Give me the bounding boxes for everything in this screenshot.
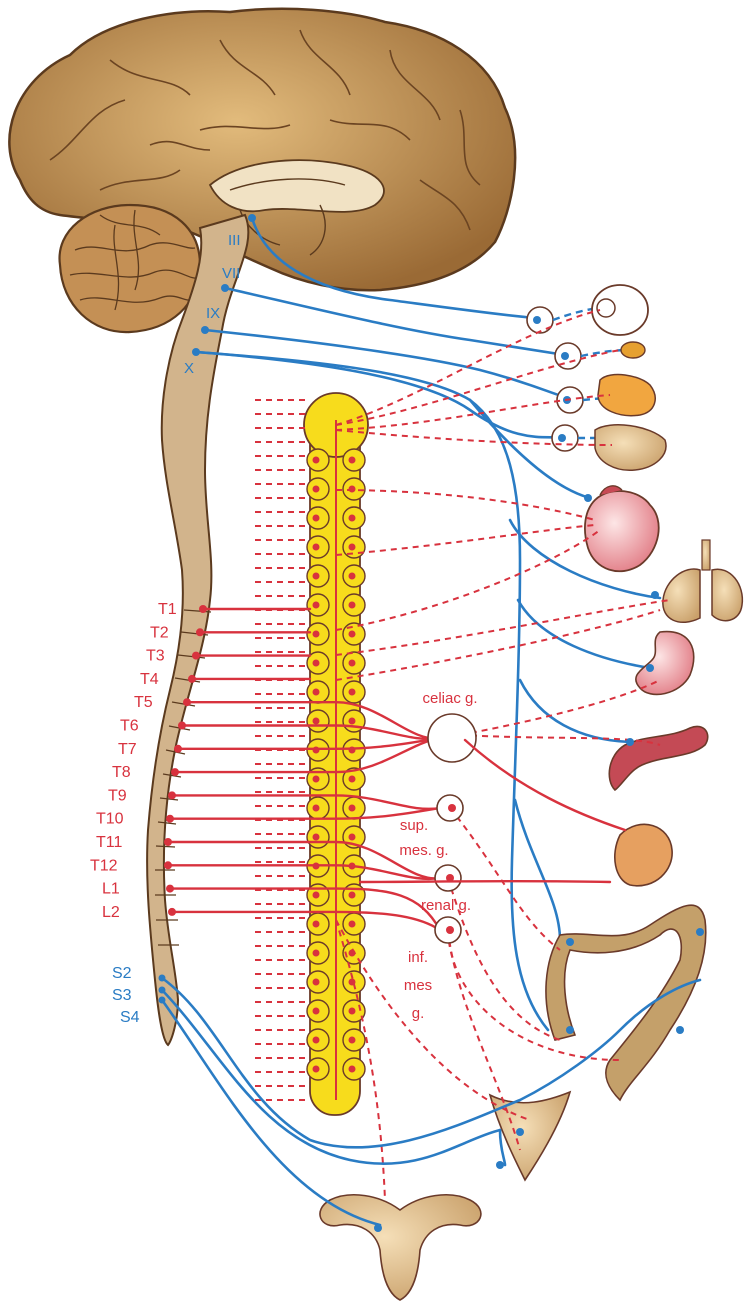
spinal-level-label: T7 — [118, 741, 137, 758]
renal-label: renal g. — [421, 897, 471, 914]
ganglion-cell — [349, 1066, 356, 1073]
ganglion-cell — [313, 660, 320, 667]
spinal-level-label: T9 — [108, 787, 127, 804]
ganglion-cell — [313, 892, 320, 899]
ganglion-cell — [349, 921, 356, 928]
spinal-level-label: T8 — [112, 764, 131, 781]
spinal-level-label: T3 — [146, 648, 165, 665]
ganglion-cell — [313, 718, 320, 725]
cranial-nerve-label: VII — [222, 265, 240, 282]
inf-mes-label: inf. — [408, 949, 428, 966]
ganglion-cell — [349, 515, 356, 522]
sup-mes-label: mes. g. — [399, 842, 448, 859]
ganglion-cell — [313, 631, 320, 638]
spinal-level-label: T1 — [158, 601, 177, 618]
eye — [592, 285, 648, 335]
ganglion-cell — [313, 776, 320, 783]
sacral-labels: S2 S3 S4 — [112, 965, 140, 1026]
spinal-level-label: L1 — [102, 881, 120, 898]
ganglion-cell — [349, 544, 356, 551]
ganglion-cell — [313, 834, 320, 841]
pancreas — [609, 726, 707, 790]
stomach — [636, 632, 694, 695]
spinal-level-label: T4 — [140, 671, 159, 688]
sup-mes-label: sup. — [400, 817, 428, 834]
ganglion-cell — [349, 573, 356, 580]
ganglion-cell — [313, 544, 320, 551]
ganglion-cell — [313, 979, 320, 986]
ganglion-cell — [349, 660, 356, 667]
celiac-label: celiac g. — [422, 690, 477, 707]
preganglionic-fiber — [172, 912, 440, 930]
sacral-label: S2 — [112, 965, 132, 982]
ganglion-cell — [313, 1066, 320, 1073]
adrenal-kidney — [615, 824, 672, 885]
spinal-level-label: L2 — [102, 904, 120, 921]
ganglion-cell — [313, 515, 320, 522]
spinal-level-label: T6 — [120, 718, 139, 735]
ganglion-cell — [349, 689, 356, 696]
ganglion-cell — [349, 631, 356, 638]
ganglion-cell — [313, 950, 320, 957]
spinal-level-label: T10 — [96, 811, 124, 828]
ganglion-cell — [349, 1008, 356, 1015]
ganglion-cell — [349, 776, 356, 783]
ganglion-cell — [349, 718, 356, 725]
spinal-level-label: T12 — [90, 857, 118, 874]
ganglion-cell — [313, 1008, 320, 1015]
sacral-label: S4 — [120, 1009, 140, 1026]
spinal-level-label: T5 — [134, 694, 153, 711]
ganglion-cell — [349, 457, 356, 464]
ganglion-cell — [313, 573, 320, 580]
celiac-ganglion — [428, 714, 476, 762]
lacrimal-gland — [621, 342, 645, 358]
ganglion-cell — [349, 1037, 356, 1044]
cranial-nerve-label: X — [184, 360, 194, 377]
inf-mes-label: g. — [412, 1005, 425, 1022]
cranial-nerve-label: IX — [206, 305, 220, 322]
ganglion-cell — [313, 486, 320, 493]
ganglion-cell — [313, 1037, 320, 1044]
inf-mes-label: mes — [404, 977, 432, 994]
ganglion-cell — [349, 486, 356, 493]
parotid-gland — [595, 425, 666, 470]
spinal-level-label: T2 — [150, 624, 169, 641]
lungs — [663, 540, 743, 622]
ganglion-cell — [349, 892, 356, 899]
ganglion-cell — [349, 834, 356, 841]
ganglion-cell — [313, 457, 320, 464]
cerebellum — [60, 205, 200, 332]
ganglion-cell — [349, 602, 356, 609]
cranial-nerve-label: III — [228, 232, 241, 249]
ganglion-cell — [313, 689, 320, 696]
ganglion-cell — [349, 805, 356, 812]
sacral-label: S3 — [112, 987, 132, 1004]
spinal-level-label: T11 — [96, 834, 122, 851]
ganglion-cell — [313, 805, 320, 812]
ganglion-cell — [313, 921, 320, 928]
heart — [585, 486, 659, 571]
preganglionic-fiber — [170, 889, 440, 930]
salivary-gland — [598, 375, 655, 416]
ganglion-cell — [313, 602, 320, 609]
preganglionic-fiber — [172, 795, 440, 808]
